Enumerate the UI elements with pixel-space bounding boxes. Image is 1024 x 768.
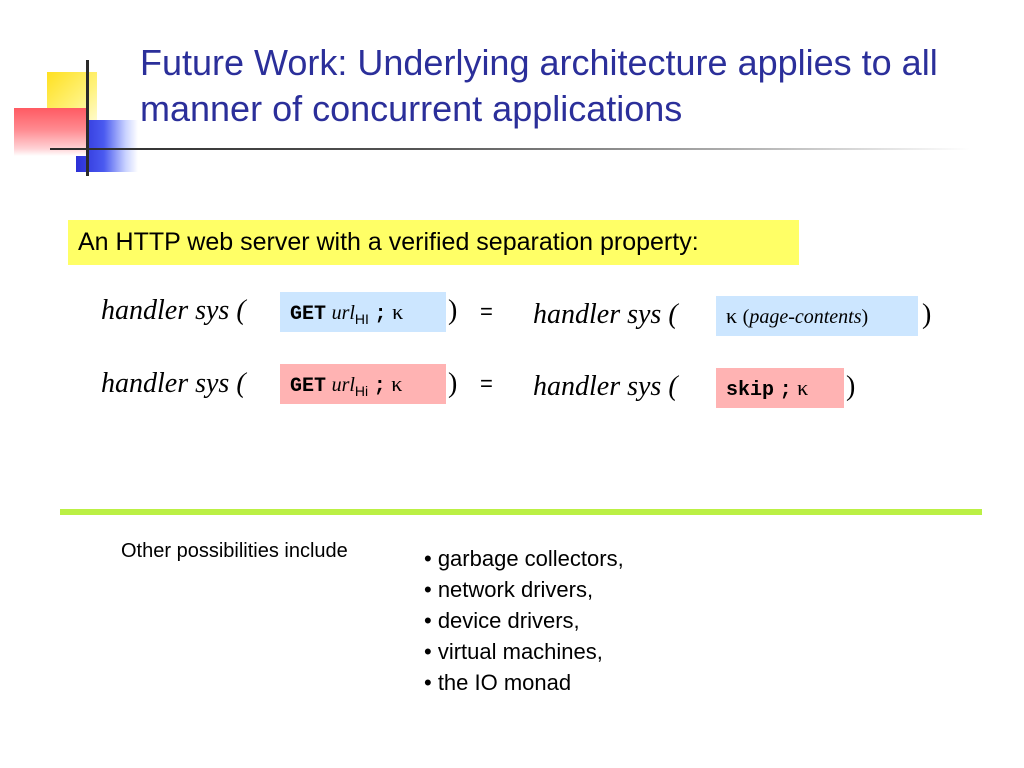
eq2-skip-keyword: skip [726, 379, 775, 402]
other-possibilities-label: Other possibilities include [121, 540, 348, 562]
eq2-url: url [331, 374, 355, 396]
eq1-page-contents: page-contents [749, 306, 862, 328]
list-item: • network drivers, [424, 577, 594, 602]
section-divider [60, 509, 982, 515]
eq1-get-keyword: GET [290, 303, 327, 326]
list-item: • device drivers, [424, 608, 580, 633]
eq2-kappa: κ [391, 371, 403, 396]
slide-title: Future Work: Underlying architecture app… [140, 42, 938, 129]
eq1-url-subscript: HI [354, 311, 369, 327]
eq2-rhs-box: skip ; κ [716, 368, 844, 408]
eq2-rhs-kappa: κ [797, 375, 809, 400]
eq2-rhs-prefix: handler sys ( [533, 371, 678, 402]
eq2-get-keyword: GET [290, 375, 327, 398]
eq1-rhs-open-paren: ( [742, 306, 750, 328]
eq1-rhs-box: κ (page-contents) [716, 296, 918, 336]
eq2-sep: ; [373, 375, 386, 398]
eq1-equals: = [480, 299, 493, 324]
eq2-rhs-close: ) [846, 371, 856, 402]
list-item: • garbage collectors, [424, 546, 624, 571]
eq1-rhs-kappa: κ [726, 303, 738, 328]
eq2-url-subscript: Hi [354, 383, 369, 399]
eq1-rhs-close-paren: ) [861, 306, 869, 328]
list-item: • the IO monad [424, 670, 572, 695]
eq1-rhs-close: ) [922, 299, 932, 330]
eq2-lhs-box: GET urlHi ; κ [280, 364, 446, 404]
eq1-lhs-box: GET urlHI ; κ [280, 292, 446, 332]
eq1-kappa: κ [392, 299, 404, 324]
title-underline [50, 148, 970, 150]
logo-vertical-line [86, 60, 89, 176]
possibilities-list: • garbage collectors, • network drivers,… [424, 543, 624, 698]
eq1-rhs-prefix: handler sys ( [533, 299, 678, 330]
eq2-lhs-close: ) [448, 368, 458, 399]
eq1-url: url [331, 302, 355, 324]
eq1-sep: ; [374, 303, 387, 326]
eq2-equals: = [480, 371, 493, 396]
eq2-rhs-sep: ; [779, 379, 792, 402]
list-item: • virtual machines, [424, 639, 603, 664]
eq2-lhs-prefix: handler sys ( [101, 368, 246, 399]
eq1-lhs-close: ) [448, 295, 458, 326]
eq1-lhs-prefix: handler sys ( [101, 295, 246, 326]
callout-text: An HTTP web server with a verified separ… [78, 228, 699, 256]
callout-box: An HTTP web server with a verified separ… [68, 220, 799, 265]
